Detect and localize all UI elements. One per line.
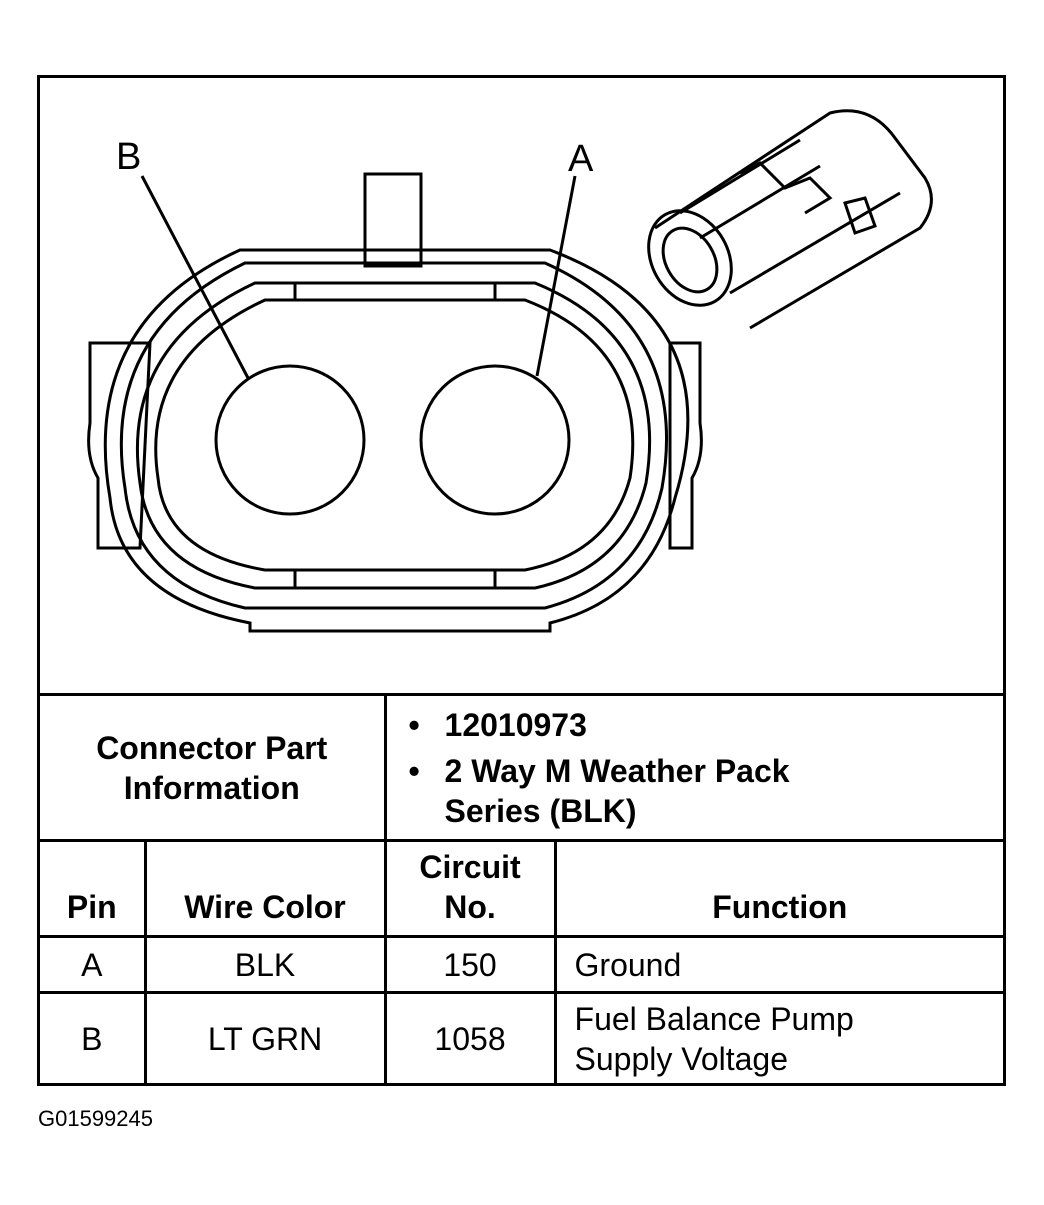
connector-iso-icon	[647, 109, 933, 330]
part-description-item: 2 Way M Weather Pack Series (BLK)	[409, 751, 1004, 831]
part-description-line1: 2 Way M Weather Pack	[444, 752, 790, 789]
row-function-line1: Ground	[574, 946, 682, 983]
connector-part-label: Connector Part	[96, 729, 328, 766]
left-flange	[87, 341, 152, 550]
row-function-line1: Fuel Balance Pump	[574, 1001, 854, 1038]
connector-info-table: Connector Part Information 12010973 2 Wa…	[40, 693, 1004, 1085]
row-function: Ground	[553, 935, 1004, 994]
table-row: B LT GRN 1058 Fuel Balance Pump Supply V…	[40, 991, 1004, 1085]
row-circuit: 1058	[383, 991, 557, 1085]
header-wire-color: Wire Color	[143, 839, 387, 938]
figure-id: G01599245	[38, 1106, 153, 1131]
cavity-a	[419, 364, 571, 516]
connector-part-list: 12010973 2 Way M Weather Pack Series (BL…	[387, 705, 1004, 831]
row-function: Fuel Balance Pump Supply Voltage	[553, 991, 1004, 1085]
row-wire-color: LT GRN	[143, 991, 387, 1085]
right-flange	[668, 341, 703, 550]
connector-shell-2	[135, 281, 652, 590]
header-circuit-line2: No.	[444, 889, 496, 925]
connector-face-drawing	[87, 109, 933, 633]
connector-info-label: Information	[123, 769, 300, 806]
connector-key-tab	[363, 172, 423, 268]
connector-part-details-cell: 12010973 2 Way M Weather Pack Series (BL…	[383, 693, 1004, 842]
leader-line-a	[535, 175, 577, 377]
part-number-item: 12010973	[409, 705, 1004, 745]
table-row: A BLK 150 Ground	[40, 935, 1004, 994]
pin-label-a: A	[568, 138, 594, 180]
row-function-line2: Supply Voltage	[574, 1041, 789, 1078]
connector-housing-outline	[103, 248, 690, 633]
header-function: Function	[553, 839, 1004, 938]
connector-part-label-cell: Connector Part Information	[40, 693, 387, 842]
cavity-b	[214, 364, 366, 516]
connector-shell-1	[119, 261, 669, 610]
connector-figure-frame: B A Connector Part Information 12010973 …	[37, 75, 1006, 1086]
row-pin: A	[40, 935, 147, 994]
header-pin: Pin	[40, 839, 147, 938]
header-circuit-no: Circuit No.	[383, 839, 557, 938]
row-circuit: 150	[383, 935, 557, 994]
connector-shell-3	[154, 298, 635, 572]
leader-line-b	[140, 175, 250, 379]
pin-label-b: B	[116, 136, 142, 178]
row-wire-color: BLK	[143, 935, 387, 994]
part-description-line2: Series (BLK)	[444, 792, 637, 829]
connector-face-diagram: B A	[40, 78, 1003, 693]
header-circuit-line1: Circuit	[419, 849, 521, 885]
row-pin: B	[40, 991, 147, 1085]
